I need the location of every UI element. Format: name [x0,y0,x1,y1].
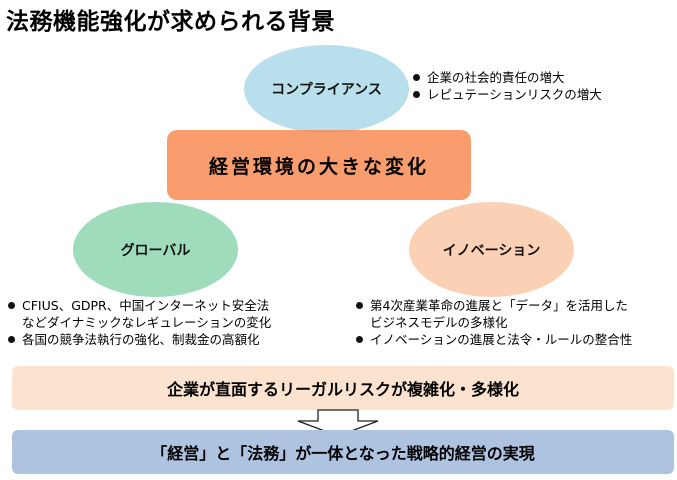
center-theme-box: 経営環境の大きな変化 [167,130,471,200]
global-label: グローバル [120,242,191,259]
down-arrow-icon [297,409,379,437]
compliance-circle: コンプライアンス [244,45,409,133]
list-item: イノベーションの進展と法令・ルールの整合性 [354,331,632,348]
innovation-circle: イノベーション [409,202,574,297]
innovation-label: イノベーション [442,242,541,259]
list-item: 企業の社会的責任の増大 [411,69,602,86]
list-item: CFIUS、GDPR、中国インターネット安全法 などダイナミックなレギュレーショ… [6,297,271,331]
result-band: 企業が直面するリーガルリスクが複雑化・多様化 [12,366,674,410]
list-item-line: などダイナミックなレギュレーションの変化 [22,315,272,330]
list-item-line: イノベーションの進展と法令・ルールの整合性 [370,332,633,347]
conclusion-band: 「経営」と「法務」が一体となった戦略的経営の実現 [12,430,674,474]
global-circle: グローバル [73,202,238,297]
innovation-bullet-list: 第4次産業革命の進展と「データ」を活用した ビジネスモデルの多様化 イノベーショ… [354,297,632,348]
list-item: 各国の競争法執行の強化、制裁金の高額化 [6,331,271,348]
list-item-line: ビジネスモデルの多様化 [370,315,508,330]
list-item-line: CFIUS、GDPR、中国インターネット安全法 [22,298,270,313]
global-bullet-list: CFIUS、GDPR、中国インターネット安全法 などダイナミックなレギュレーショ… [6,297,271,348]
list-item-line: 各国の競争法執行の強化、制裁金の高額化 [22,332,260,347]
list-item: 第4次産業革命の進展と「データ」を活用した ビジネスモデルの多様化 [354,297,632,331]
compliance-label: コンプライアンス [271,82,382,98]
compliance-bullet-list: 企業の社会的責任の増大 レピュテーションリスクの増大 [411,69,602,103]
list-item: レピュテーションリスクの増大 [411,86,602,103]
page-title: 法務機能強化が求められる背景 [6,9,335,35]
list-item-line: 第4次産業革命の進展と「データ」を活用した [370,298,628,313]
